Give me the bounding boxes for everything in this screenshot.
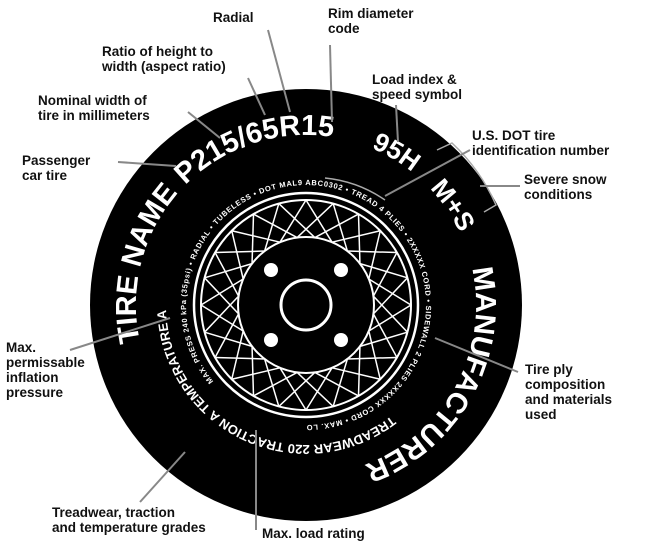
snow-bracket: [436, 142, 497, 213]
callout-inflation: Max. permissable inflation pressure: [6, 340, 85, 400]
leader-treadwear: [139, 451, 186, 503]
lattice-spoke: [357, 346, 361, 396]
lattice-spoke: [231, 367, 281, 380]
lattice-spoke: [332, 203, 349, 252]
lattice-spoke: [231, 330, 244, 380]
lattice-spoke: [305, 367, 333, 411]
lattice-spoke: [204, 262, 253, 279]
lattice-spoke: [253, 213, 298, 239]
lattice-spoke: [204, 277, 240, 315]
rim-inner-ring: [237, 236, 375, 374]
lattice-spoke: [331, 230, 381, 243]
lattice-spoke: [368, 304, 412, 332]
lattice-spoke: [204, 331, 253, 348]
lug-hole: [334, 263, 348, 277]
lug-hole: [334, 333, 348, 347]
leader-passenger: [117, 161, 177, 167]
lattice-spoke: [200, 304, 244, 332]
lattice-spoke: [204, 295, 240, 333]
leader-dot: [384, 149, 471, 197]
lattice-spoke: [200, 278, 244, 306]
leader-aspect: [247, 77, 266, 116]
lattice-spoke: [331, 367, 381, 380]
lattice-spoke: [253, 371, 298, 397]
lattice-spoke: [296, 371, 334, 407]
rim-outer-ring: [192, 191, 420, 419]
lattice-spoke: [215, 356, 265, 360]
lattice-spoke: [214, 252, 240, 297]
lattice-spoke: [278, 371, 316, 407]
lattice-spoke: [372, 313, 398, 358]
lattice-spoke: [215, 250, 265, 254]
lattice-spoke: [231, 230, 244, 280]
lattice-spoke: [368, 330, 381, 380]
lattice-spoke: [296, 203, 334, 239]
wheel: [192, 191, 420, 419]
lattice-spoke: [314, 371, 359, 397]
leader-lines: [69, 29, 520, 530]
lattice-spoke: [359, 331, 408, 348]
lattice-spoke: [305, 199, 333, 243]
lattice-spoke: [368, 278, 412, 306]
lattice-spoke: [357, 214, 361, 264]
callout-max-load: Max. load rating: [262, 526, 365, 541]
leader-inflation: [69, 317, 171, 351]
callout-rim-diameter: Rim diameter code: [328, 6, 414, 36]
lattice-spoke: [347, 250, 397, 254]
callout-nominal-width: Nominal width of tire in millimeters: [38, 93, 150, 123]
callout-aspect-ratio: Ratio of height to width (aspect ratio): [102, 44, 226, 74]
callout-radial: Radial: [213, 10, 254, 25]
lattice-spoke: [231, 230, 281, 243]
callout-dot: U.S. DOT tire identification number: [472, 128, 610, 158]
lattice-spoke: [372, 295, 408, 333]
lattice-spoke: [372, 252, 398, 297]
lattice-spoke: [263, 358, 280, 407]
leader-ply: [434, 337, 519, 373]
callout-load-index: Load index & speed symbol: [372, 72, 463, 102]
lattice-spoke: [314, 213, 359, 239]
lattice-spoke: [214, 313, 240, 358]
lattice-spoke: [251, 214, 255, 264]
lug-hole: [264, 333, 278, 347]
lattice-spoke: [279, 199, 307, 243]
lattice-spoke: [368, 230, 381, 280]
leader-rim: [329, 44, 333, 123]
lattice-spoke: [347, 356, 397, 360]
tire-body: [90, 89, 522, 521]
dot-bracket: [324, 177, 386, 201]
hub: [279, 278, 333, 332]
lug-hole: [264, 263, 278, 277]
leader-load: [395, 104, 399, 143]
lattice-spoke: [251, 346, 255, 396]
callout-ply: Tire ply composition and materials used: [525, 362, 613, 422]
lattice-spoke: [359, 262, 408, 279]
lattice-spoke: [332, 358, 349, 407]
lattice-spoke: [372, 277, 408, 315]
leader-radial: [267, 29, 291, 113]
wheel-lattice: [200, 199, 412, 411]
lattice-spoke: [278, 203, 316, 239]
lattice-spoke: [263, 203, 280, 252]
leader-width: [187, 111, 221, 139]
callout-passenger: Passenger car tire: [22, 153, 91, 183]
callout-snow: Severe snow conditions: [524, 172, 607, 202]
lug-holes: [264, 263, 348, 347]
callout-treadwear: Treadwear, traction and temperature grad…: [52, 505, 206, 535]
lattice-spoke: [279, 367, 307, 411]
